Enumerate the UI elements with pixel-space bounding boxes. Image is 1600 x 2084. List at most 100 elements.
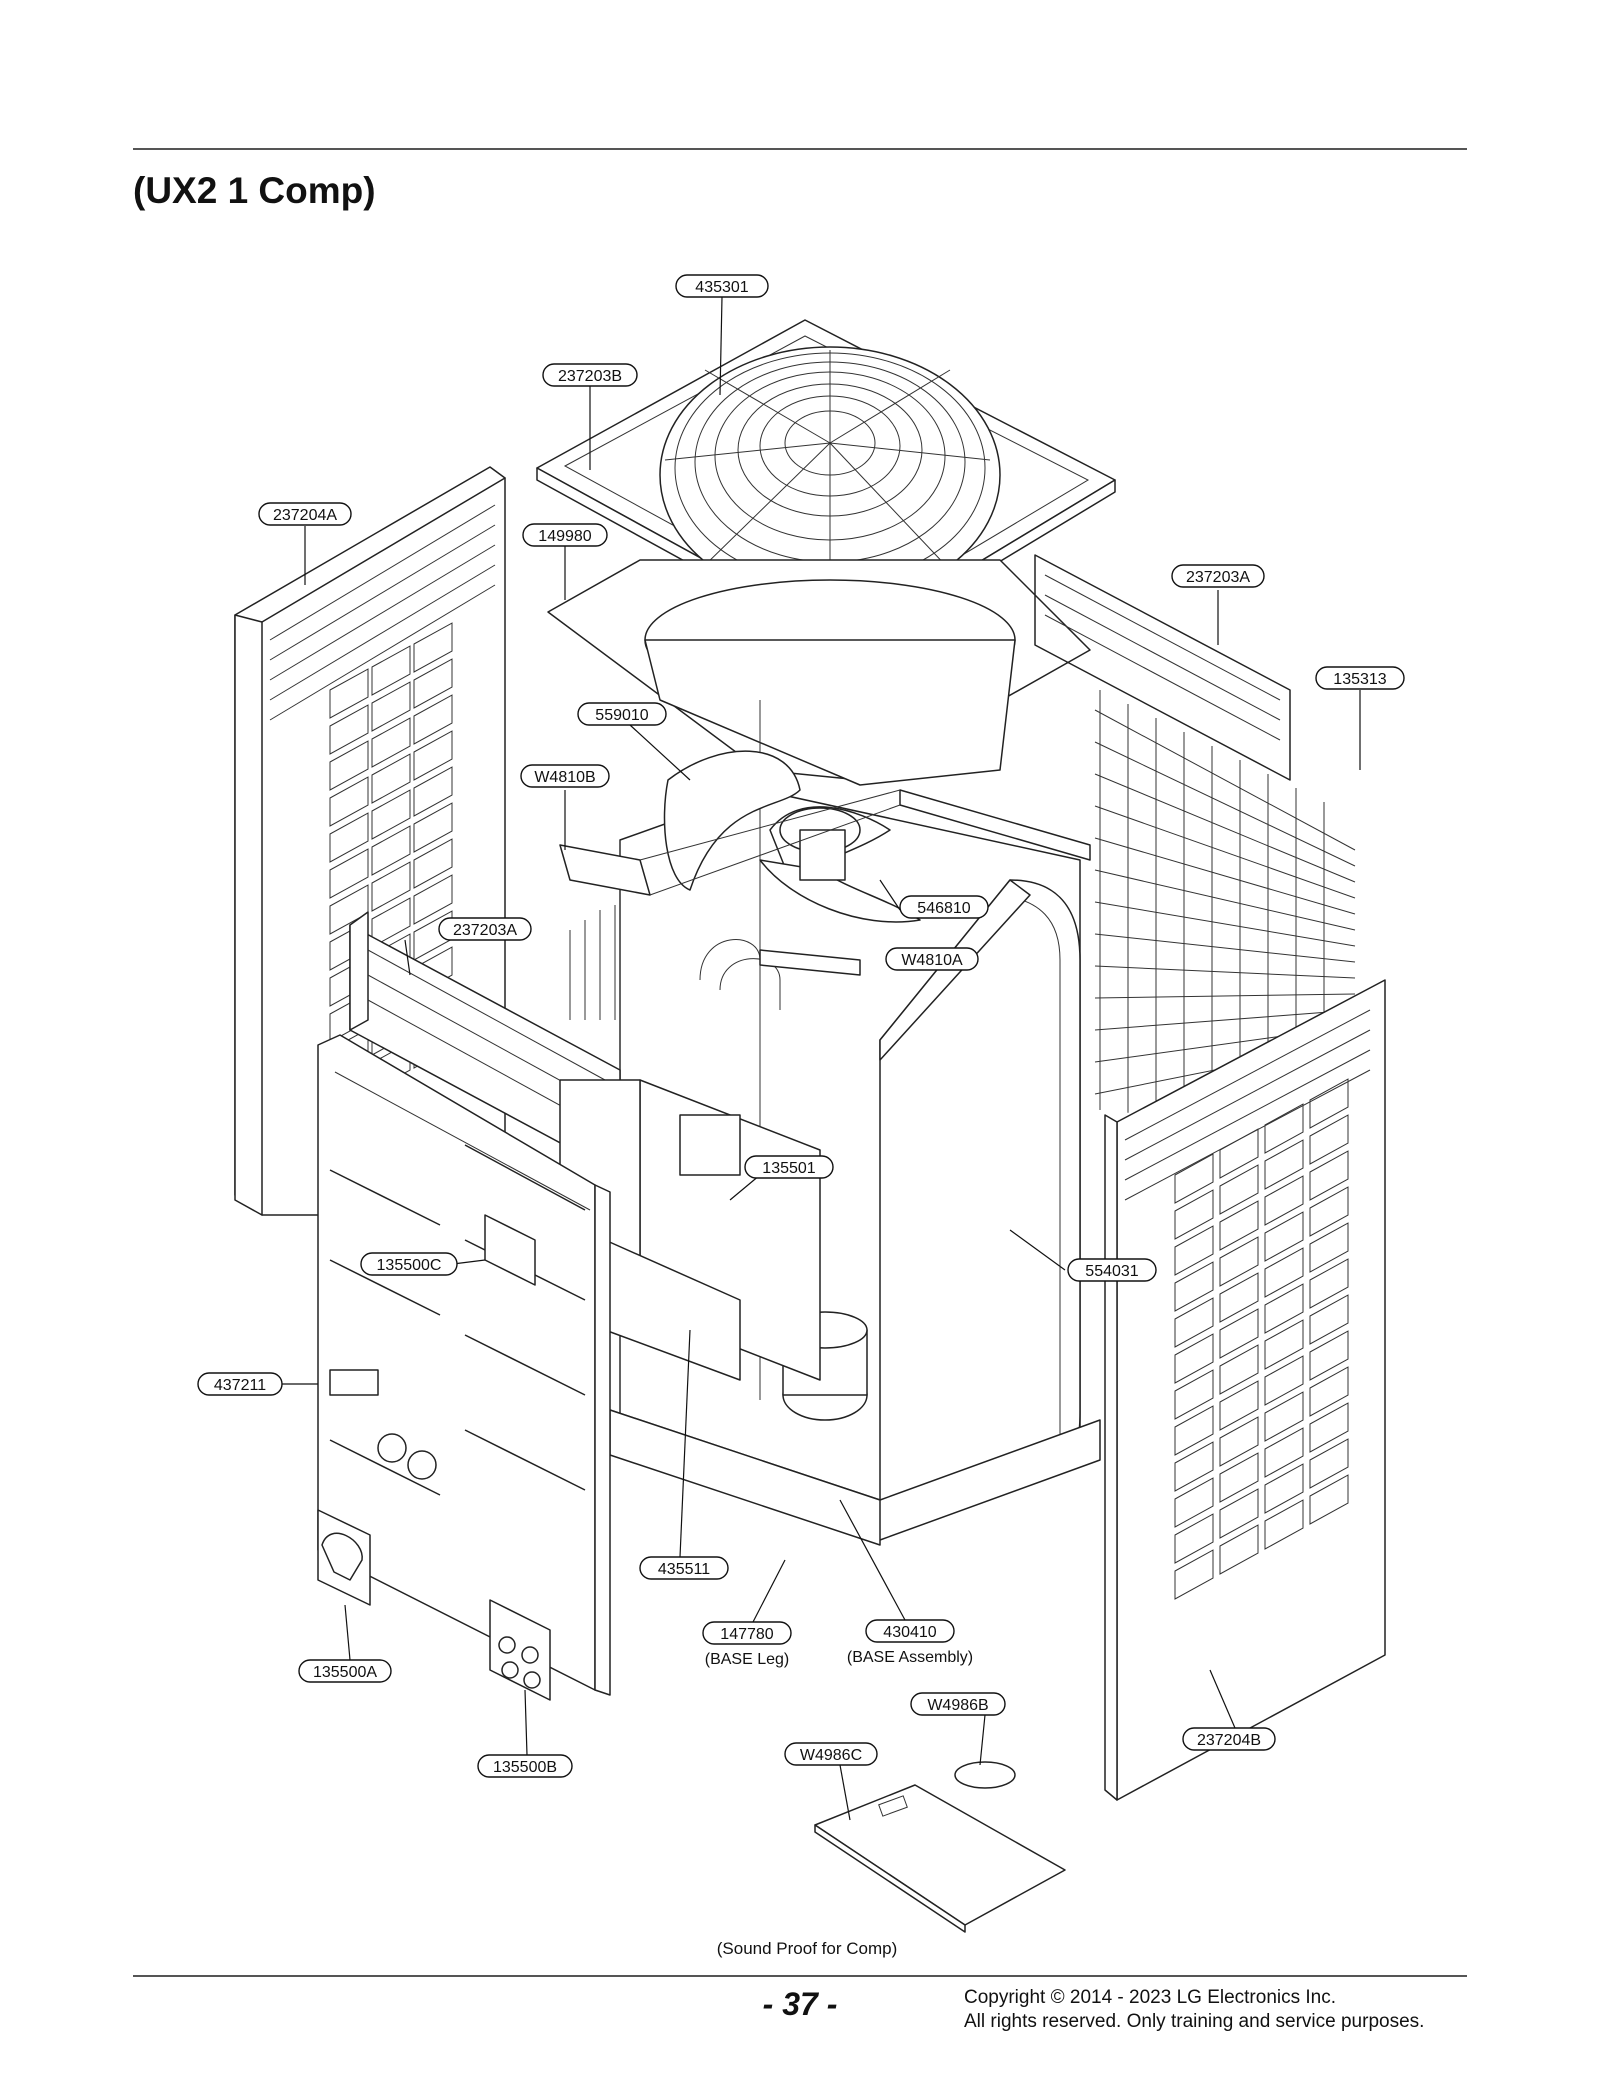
top-rule — [133, 148, 1467, 150]
vent-slot — [1309, 1222, 1349, 1273]
vent-slot — [413, 694, 453, 745]
part-label: 135313 — [1333, 671, 1386, 688]
vent-slot — [1174, 1513, 1214, 1564]
part-label: 237203A — [1186, 569, 1250, 586]
vent-slot — [1264, 1139, 1304, 1190]
vent-slot — [1174, 1261, 1214, 1312]
grid-wire-horizontal — [1094, 965, 1356, 979]
vent-slot — [1264, 1175, 1304, 1226]
vent-slot — [1264, 1427, 1304, 1478]
part-label: 237203B — [558, 368, 622, 385]
part-label: 149980 — [538, 528, 591, 545]
callout-W4986B: W4986B — [910, 1692, 1006, 1716]
vent-slot — [1219, 1200, 1259, 1251]
vent-slot — [1309, 1150, 1349, 1201]
callout-237203A-left: 237203A — [438, 917, 532, 941]
right-front-side-panel-drawing — [1104, 979, 1386, 1801]
vent-slot — [1219, 1272, 1259, 1323]
vent-slot — [1264, 1319, 1304, 1370]
sound-proof-drawing — [814, 1761, 1066, 1933]
vent-slot — [329, 704, 369, 755]
bottom-rule — [133, 1975, 1467, 1977]
fan-shroud-drawing — [547, 559, 1091, 786]
vent-slot — [1264, 1499, 1304, 1550]
callout-435511: 435511 — [639, 1556, 729, 1580]
vent-slot — [1309, 1294, 1349, 1345]
vent-slot — [1309, 1186, 1349, 1237]
vent-slot — [329, 776, 369, 827]
motor-bracket-drawing — [559, 789, 1091, 976]
callout-237203A-right: 237203A — [1171, 564, 1265, 588]
vent-slot — [1309, 1078, 1349, 1129]
callout-430410: 430410 (BASE Assembly) — [847, 1619, 973, 1666]
part-label: 237204A — [273, 507, 337, 524]
callout-437211: 437211 — [197, 1372, 283, 1396]
part-label: 135500A — [313, 1664, 377, 1681]
vent-slot — [1264, 1463, 1304, 1514]
vent-slot — [1219, 1416, 1259, 1467]
callout-135500A: 135500A — [298, 1659, 392, 1683]
vent-slot — [1174, 1225, 1214, 1276]
part-label: W4986C — [800, 1747, 862, 1764]
vent-slot — [371, 717, 411, 768]
part-label: 430410 — [883, 1624, 936, 1641]
vent-slot — [1264, 1283, 1304, 1334]
vent-slot — [1309, 1114, 1349, 1165]
vent-slot — [1174, 1549, 1214, 1600]
part-label: W4810B — [534, 769, 595, 786]
vent-slot — [371, 861, 411, 912]
callout-149980: 149980 — [522, 523, 608, 547]
vent-slot — [413, 730, 453, 781]
part-label: 135500B — [493, 1759, 557, 1776]
vent-slot — [1264, 1211, 1304, 1262]
vent-slot — [1219, 1236, 1259, 1287]
vent-slot — [1309, 1438, 1349, 1489]
callout-147780: 147780 (BASE Leg) — [702, 1621, 792, 1668]
vent-slot — [1264, 1103, 1304, 1154]
callout-554031: 554031 — [1067, 1258, 1157, 1282]
vent-slot — [1174, 1477, 1214, 1528]
vent-slot — [1219, 1128, 1259, 1179]
callout-135500C: 135500C — [360, 1252, 458, 1276]
callout-546810: 546810 — [899, 895, 989, 919]
part-label: 435511 — [658, 1561, 710, 1578]
vent-slot — [1219, 1524, 1259, 1575]
vent-slot — [1264, 1391, 1304, 1442]
vent-slot — [413, 658, 453, 709]
grid-wire-horizontal — [1094, 1009, 1356, 1031]
part-label: 437211 — [214, 1377, 266, 1394]
vent-slot — [413, 874, 453, 925]
vent-slot — [1264, 1247, 1304, 1298]
part-label: 435301 — [695, 279, 748, 296]
vent-slot — [1219, 1308, 1259, 1359]
callout-237203B: 237203B — [542, 363, 638, 387]
callout-559010: 559010 — [577, 702, 667, 726]
callout-W4810B: W4810B — [520, 764, 610, 788]
vent-slot — [1309, 1258, 1349, 1309]
part-note: (BASE Leg) — [705, 1651, 789, 1668]
right-rear-grid-drawing — [1034, 554, 1356, 1133]
vent-slot — [1174, 1153, 1214, 1204]
vent-slot — [329, 668, 369, 719]
grid-wire-horizontal — [1094, 709, 1356, 851]
grid-wire-horizontal — [1094, 837, 1356, 915]
callout-135500B: 135500B — [477, 1754, 573, 1778]
service-cover-b-drawing — [489, 1599, 551, 1701]
copyright-notice: Copyright © 2014 - 2023 LG Electronics I… — [964, 1986, 1424, 2034]
vent-slot — [1309, 1330, 1349, 1381]
vent-slot — [1264, 1355, 1304, 1406]
vent-slot — [1309, 1474, 1349, 1525]
right-front-panel-vents — [1174, 1078, 1349, 1600]
vent-slot — [329, 848, 369, 899]
grid-wire-horizontal — [1094, 869, 1356, 931]
vent-slot — [1174, 1441, 1214, 1492]
page-number: - 37 - — [762, 1986, 838, 2022]
copyright-line-2: All rights reserved. Only training and s… — [964, 2011, 1425, 2032]
vent-slot — [1174, 1189, 1214, 1240]
vent-slot — [413, 766, 453, 817]
grid-wire-horizontal — [1094, 741, 1356, 867]
vent-slot — [329, 740, 369, 791]
part-label: 135501 — [762, 1160, 815, 1177]
vent-slot — [1219, 1380, 1259, 1431]
callout-237204B: 237204B — [1182, 1727, 1276, 1751]
